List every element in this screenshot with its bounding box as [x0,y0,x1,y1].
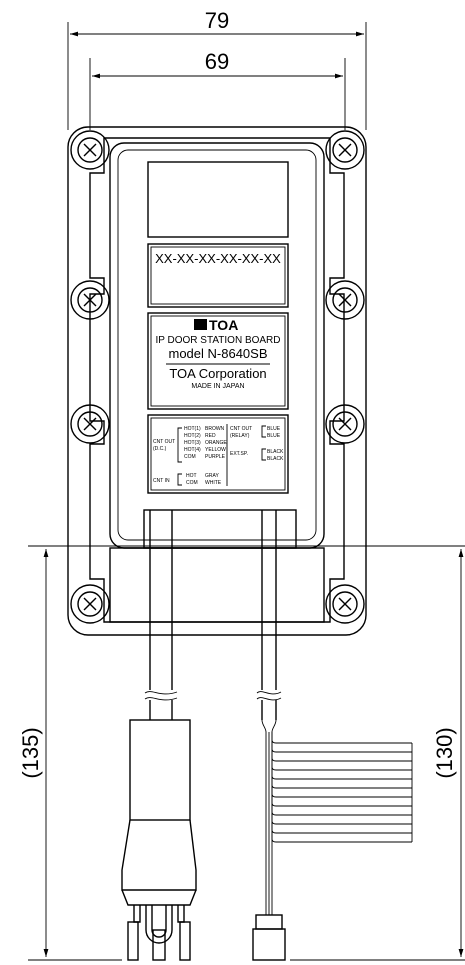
cnt-in-pin-hot: HOT [186,473,197,479]
connector-body [129,719,191,821]
mounting-hole-br [325,584,365,624]
mounting-hole-tr [325,130,365,170]
right-height-label: (130) [432,727,457,778]
wiring-label: CNT OUT (D.C.) HOT(1) HOT(2) HOT(3) HOT(… [147,414,289,494]
dc-pin-com: COM [184,454,196,460]
ext-sp-label: EXT.SP. [230,451,248,457]
cnt-out-relay-line1: CNT OUT [230,426,252,432]
ext-sp-color-1: BLACK [267,449,284,455]
cnt-in-color-2: WHITE [205,480,222,486]
nameplate: TOA IP DOOR STATION BOARD model N-8640SB… [147,312,289,410]
dimension-69: 69 [89,49,346,130]
dimension-79: 79 [67,8,367,130]
toa-logo-mark [194,319,207,330]
ext-sp-color-2: BLACK [267,456,284,462]
mounting-hole-lr [325,404,365,444]
relay-color-2: BLUE [267,433,281,439]
hole-pitch-label: 69 [205,49,229,74]
dc-pin-3: HOT(3) [184,440,201,446]
dc-color-2: RED [205,433,216,439]
cnt-out-relay-line2: (RELAY) [230,433,250,439]
mounting-hole-ml [70,280,110,320]
dimension-135: (135) [18,545,122,961]
mounting-hole-tl [70,130,110,170]
left-height-label: (135) [18,727,43,778]
cnt-out-dc-line1: CNT OUT [153,439,175,445]
dc-pin-1: HOT(1) [184,426,201,432]
mounting-hole-ll [70,404,110,444]
right-cable [252,510,413,961]
serial-text: XX-XX-XX-XX-XX-XX [155,251,281,266]
model-text: model N-8640SB [169,346,268,361]
product-line: IP DOOR STATION BOARD [155,335,280,346]
relay-color-1: BLUE [267,426,281,432]
dc-jack [252,928,286,961]
cnt-in-label: CNT IN [153,478,170,484]
dimension-130: (130) [122,545,465,961]
dc-pin-2: HOT(2) [184,433,201,439]
serial-label: XX-XX-XX-XX-XX-XX [147,243,289,308]
mounting-hole-mr [325,280,365,320]
overall-width-label: 79 [205,8,229,33]
origin-text: MADE IN JAPAN [191,383,244,390]
left-cable [121,510,197,961]
dc-color-com: PURPLE [205,454,226,460]
blank-label-area [147,161,289,238]
dc-pin-4: HOT(4) [184,447,201,453]
board-outline [67,126,367,636]
cnt-in-color-1: GRAY [205,473,219,479]
dc-color-1: BROWN [205,426,225,432]
cnt-in-pin-com: COM [186,480,198,486]
mounting-hole-bl [70,584,110,624]
dc-color-3: ORANGE [205,440,227,446]
dc-color-4: YELLOW [205,447,226,453]
logo-text: TOA [209,317,238,333]
cnt-out-dc-line2: (D.C.) [153,446,167,452]
company-text: TOA Corporation [169,366,266,381]
